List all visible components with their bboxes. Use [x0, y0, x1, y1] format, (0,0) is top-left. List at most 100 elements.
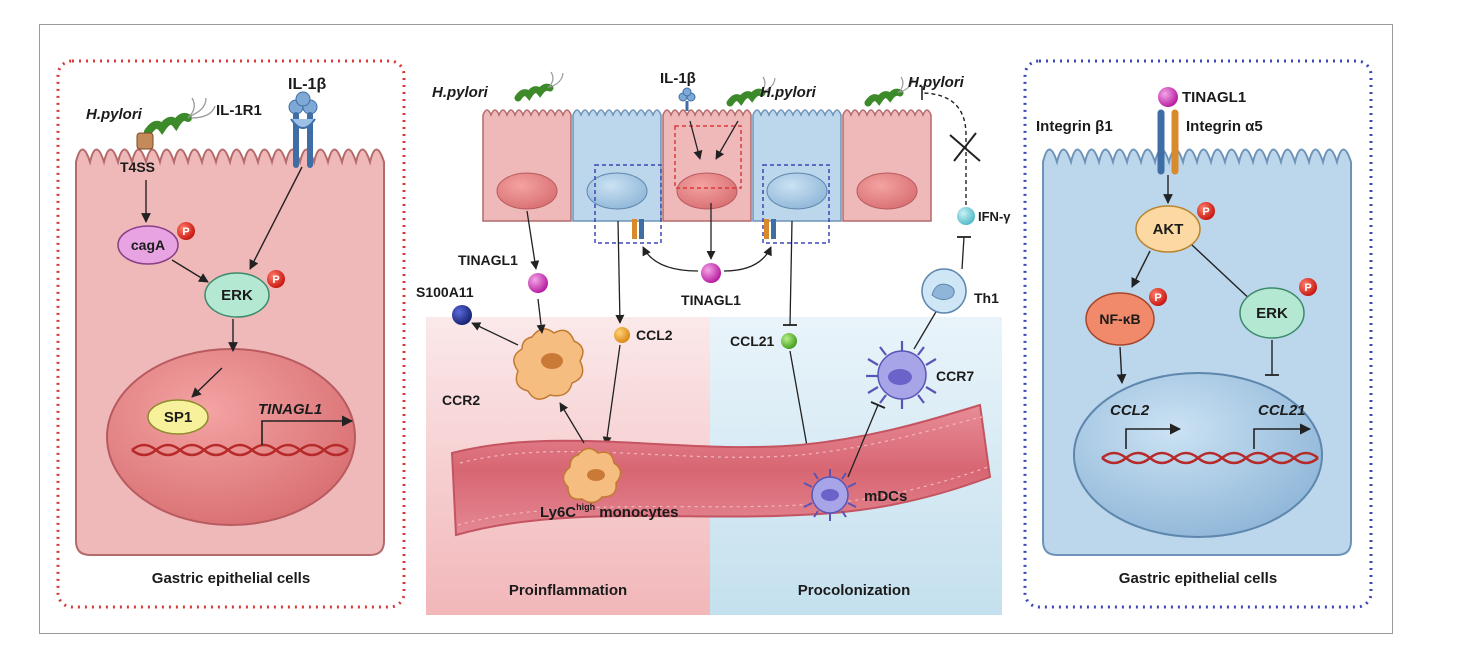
nfkb-label: NF-κB	[1099, 311, 1140, 327]
proinflammation-label: Proinflammation	[509, 582, 627, 599]
integrin-icon-2a	[764, 219, 769, 239]
sp1-label: SP1	[164, 409, 192, 426]
epi-nucleus-3	[676, 172, 738, 210]
arrow-cell1-tinagl1	[526, 210, 540, 270]
s100a11-molecule-icon	[452, 305, 472, 325]
integrin-icon-2b	[771, 219, 776, 239]
right-caption: Gastric epithelial cells	[1119, 570, 1277, 587]
arrow-cell2-ccl2	[615, 220, 625, 324]
il1r1-label: IL-1R1	[216, 102, 262, 119]
th1-to-ifng-line	[961, 236, 965, 270]
epi-nucleus-1	[496, 172, 558, 210]
epi-nucleus-4	[766, 172, 828, 210]
left-erk-phospho-label: P	[272, 274, 279, 286]
arrow-nfkb-nucleus	[1116, 346, 1127, 384]
right-erk-phospho-icon	[1299, 278, 1317, 296]
right-tinagl1-molecule-icon	[1158, 87, 1178, 107]
tinagl1-promoter-arrow	[261, 415, 354, 445]
right-dna-helix-icon	[1101, 451, 1319, 465]
left-hpylori-label: H.pylori	[86, 106, 143, 123]
sp1-node	[147, 399, 209, 435]
integrin-icon-1a	[632, 219, 637, 239]
mdc-inhibit-bar	[870, 401, 886, 409]
center-panel: H.pylori H.pylori H.pylori IL-1β TINAGL1…	[416, 70, 1011, 615]
center-il1b-label: IL-1β	[660, 70, 696, 87]
tinagl1-molecule-center-icon	[701, 263, 721, 283]
tinagl1-center-label: TINAGL1	[681, 292, 741, 308]
caga-node	[117, 225, 179, 265]
left-erk-node	[204, 272, 270, 318]
mdc-to-activated-line	[847, 404, 879, 478]
akt-label: AKT	[1153, 221, 1184, 238]
left-il1b-label: IL-1β	[288, 76, 326, 93]
dashed-ifng-to-hpylori	[923, 92, 967, 205]
hpylori-bacterium-icon	[144, 97, 216, 136]
tinagl1-molecule-left-icon	[528, 273, 548, 293]
figure-frame: H.pylori T4SS IL-1β IL-1R1 cagA P ERK P …	[39, 24, 1393, 634]
left-erk-phospho-icon	[267, 270, 285, 288]
left-panel: H.pylori T4SS IL-1β IL-1R1 cagA P ERK P …	[56, 59, 406, 609]
ccl21-label: CCL21	[730, 333, 775, 349]
center-hpylori-2-icon	[726, 76, 776, 107]
ccl2-label: CCL2	[636, 327, 673, 343]
left-erk-label: ERK	[221, 287, 253, 304]
ccl21-molecule-icon	[781, 333, 797, 349]
ifng-label: IFN-γ	[978, 209, 1011, 224]
highlight-box-cell-4	[762, 164, 830, 244]
integrin-receptor-icon	[1157, 109, 1179, 175]
ccr7-label: CCR7	[936, 368, 974, 384]
mdc-in-vessel-icon	[803, 469, 857, 521]
ly6c-monocyte-icon	[562, 447, 622, 504]
tinagl1-left-label: TINAGL1	[458, 252, 518, 268]
gene-ccl2-label: CCL2	[1110, 402, 1150, 419]
arrow-il1r1-erk	[249, 166, 303, 270]
arrow-to-sp1	[191, 367, 223, 398]
vessel-wall-line-top	[459, 416, 983, 464]
arrow-ccl2-monocyte	[602, 344, 621, 446]
il1r1-receptor-icon	[288, 91, 318, 168]
caga-phospho-icon	[177, 222, 195, 240]
nfkb-phospho-label: P	[1154, 292, 1161, 304]
arrow-monocyte-macrophage	[559, 402, 585, 444]
s100a11-label: S100A11	[416, 284, 474, 300]
mdc-ccr7-icon	[866, 341, 937, 409]
left-nucleus	[106, 348, 356, 526]
epi-nucleus-2	[586, 172, 648, 210]
monocytes-label: Ly6Chigh monocytes	[540, 502, 678, 521]
right-erk-label: ERK	[1256, 305, 1288, 322]
integrin-a5-label: Integrin α5	[1186, 118, 1263, 135]
ccl21-promoter-arrow	[1253, 423, 1312, 449]
left-dna-helix-icon	[131, 443, 349, 457]
arrow-hpylori-cell	[715, 120, 739, 160]
arrow-il1b-cell	[689, 120, 703, 160]
right-dotted-border	[1023, 59, 1373, 609]
ccr2-macrophage-icon	[513, 328, 584, 400]
caga-label: cagA	[131, 237, 165, 253]
akt-phospho-icon	[1197, 202, 1215, 220]
center-il1b-icon	[678, 87, 696, 111]
th1-cell-icon	[921, 268, 967, 314]
center-hpylori-label-2: H.pylori	[760, 84, 817, 101]
blood-vessel	[450, 403, 992, 537]
ccr2-label: CCR2	[442, 392, 480, 408]
left-dotted-border	[56, 59, 406, 609]
epithelial-cell-row	[482, 109, 932, 244]
arrow-macrophage-s100a11	[471, 322, 519, 346]
th1-label: Th1	[974, 290, 999, 306]
right-panel: TINAGL1 Integrin β1 Integrin α5 AKT P NF…	[1023, 59, 1373, 609]
highlight-box-cell-2	[594, 164, 662, 244]
akt-erk-inhibit-line	[1191, 244, 1255, 304]
center-hpylori-label-1: H.pylori	[432, 84, 489, 101]
akt-phospho-label: P	[1202, 206, 1209, 218]
arrow-tinagl1-macrophage	[536, 298, 546, 334]
arrow-tinagl1-integrin-right	[723, 246, 772, 272]
t4ss-channel-icon	[136, 132, 154, 150]
nfkb-phospho-icon	[1149, 288, 1167, 306]
t4ss-label: T4SS	[120, 159, 155, 175]
nfkb-node	[1085, 292, 1155, 346]
left-caption: Gastric epithelial cells	[152, 570, 310, 587]
vessel-wall-line-bottom	[457, 466, 989, 526]
center-hpylori-1-icon	[514, 71, 564, 102]
caga-phospho-label: P	[182, 226, 189, 238]
gene-ccl21-label: CCL21	[1258, 402, 1306, 419]
